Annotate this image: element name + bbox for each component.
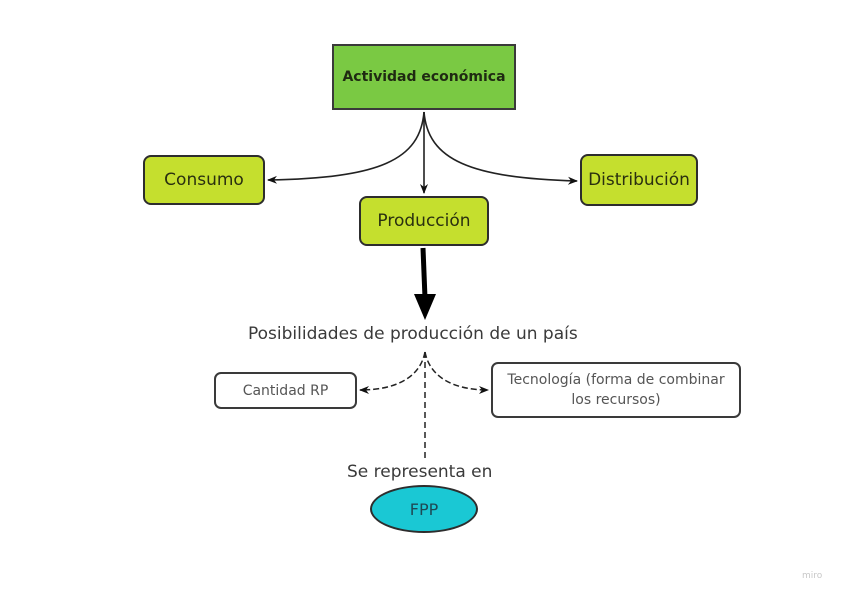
- node-consumo[interactable]: Consumo: [143, 155, 265, 205]
- thick-arrowhead: [414, 294, 436, 320]
- node-distribucion[interactable]: Distribución: [580, 154, 698, 206]
- text-se-representa-en[interactable]: Se representa en: [347, 462, 493, 482]
- node-label: Distribución: [588, 170, 690, 190]
- node-actividad-economica[interactable]: Actividad económica: [332, 44, 516, 110]
- node-label: Actividad económica: [342, 69, 506, 85]
- edge-root-distribucion: [423, 111, 578, 185]
- edge-posibilidades-cantidad: [359, 351, 426, 394]
- node-cantidad-rp[interactable]: Cantidad RP: [214, 372, 357, 409]
- node-label: Producción: [377, 211, 471, 231]
- node-label: Consumo: [164, 170, 244, 190]
- edge-root-consumo: [267, 111, 425, 184]
- node-label: FPP: [409, 499, 439, 519]
- miro-watermark: miro: [802, 571, 823, 581]
- edge-produccion-posibilidades: [420, 247, 428, 299]
- node-label: Cantidad RP: [242, 382, 329, 399]
- text-posibilidades-produccion[interactable]: Posibilidades de producción de un país: [248, 324, 578, 344]
- node-tecnologia[interactable]: Tecnología (forma de combinar los recurs…: [491, 362, 741, 418]
- node-produccion[interactable]: Producción: [359, 196, 489, 246]
- node-label: Tecnología (forma de combinar los recurs…: [507, 372, 725, 408]
- edge-posibilidades-tecnologia: [424, 351, 489, 394]
- node-fpp[interactable]: FPP: [370, 485, 478, 533]
